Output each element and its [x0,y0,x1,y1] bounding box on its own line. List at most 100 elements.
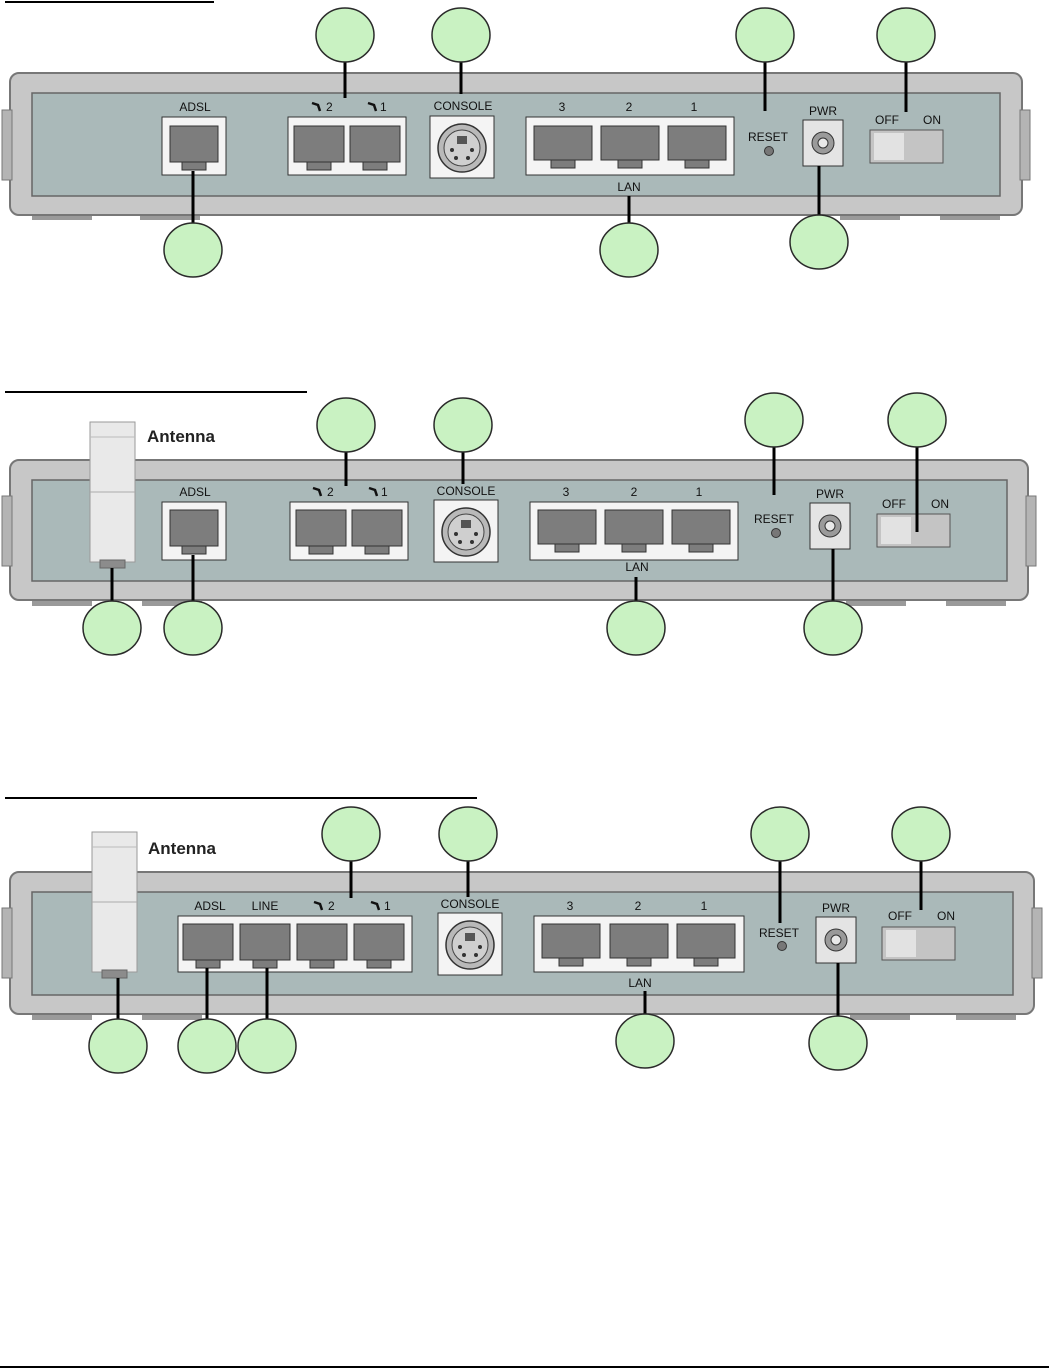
antenna[interactable] [91,831,138,979]
antenna[interactable] [89,421,136,569]
rocker-switch-icon[interactable] [881,926,956,961]
device-side-bump [1,907,13,979]
callout-marker [599,196,659,278]
rear-panel-diagram-2: Antenna ADSL 2 1 CONSOLE 3 2 1 [1,392,1037,656]
callout-marker [431,7,491,94]
rocker-switch-icon[interactable] [876,513,951,548]
lan-2-label: 2 [626,100,633,114]
device-side-bump [1019,109,1031,181]
section-rule-1 [5,1,214,3]
phone-port-2[interactable] [293,125,345,171]
on-label: ON [937,909,955,923]
antenna-label: Antenna [147,427,216,446]
lan-label: LAN [625,560,648,574]
device-side-bump [1,495,13,567]
lan-port-3[interactable] [533,125,593,169]
router-rear-panel-3: Antenna ADSL LINE 2 1 CONSOLE 3 2 1 [0,798,1049,1083]
callout-marker [744,392,804,495]
phone-handset-icon [311,101,322,112]
reset-pinhole-icon[interactable] [771,528,781,538]
dc-power-jack-icon[interactable] [818,514,842,538]
lan-1-label: 1 [696,485,703,499]
callout-marker [82,568,142,656]
lan-3-label: 3 [563,485,570,499]
adsl-port[interactable] [169,125,219,171]
phone-port-2-label: 2 [328,899,335,913]
lan-port-2[interactable] [600,125,660,169]
console-label: CONSOLE [437,484,496,498]
callout-marker [177,968,237,1074]
lan-1-label: 1 [691,100,698,114]
phone-handset-icon [312,486,323,497]
lan-2-label: 2 [631,485,638,499]
power-jack-frame [809,502,851,550]
section-rule-3 [5,797,477,799]
lan-3-label: 3 [567,899,574,913]
callout-marker [808,963,868,1071]
callout-marker [789,166,849,270]
lan-port-1[interactable] [667,125,727,169]
phone-port-2[interactable] [295,509,347,555]
console-label: CONSOLE [434,99,493,113]
rocker-switch-icon[interactable] [869,129,944,164]
adsl-label: ADSL [179,100,211,114]
phone-port-1-label: 1 [381,485,388,499]
dc-power-jack-icon[interactable] [824,928,848,952]
reset-pinhole-icon[interactable] [777,941,787,951]
phone-handset-icon [367,101,378,112]
pwr-label: PWR [809,104,837,118]
phone-handset-icon [368,486,379,497]
callout-marker [615,991,675,1069]
antenna-label: Antenna [148,839,217,858]
reset-pinhole-icon[interactable] [764,146,774,156]
lan-port-3[interactable] [537,509,597,553]
callout-marker [735,7,795,111]
section-rule-2 [5,391,307,393]
callout-marker [321,806,381,898]
adsl-port[interactable] [182,923,234,969]
reset-label: RESET [759,926,800,940]
lan-port-3[interactable] [541,923,601,967]
device-side-bump [1,109,13,181]
phone-handset-icon [370,900,381,911]
rear-panel-diagram-3: Antenna ADSL LINE 2 1 CONSOLE 3 2 1 [1,806,1043,1074]
phone-port-1[interactable] [349,125,401,171]
callout-marker [316,397,376,486]
adsl-label: ADSL [194,899,226,913]
lan-port-1[interactable] [671,509,731,553]
phone-port-1[interactable] [351,509,403,555]
reset-label: RESET [754,512,795,526]
callout-marker [887,392,947,532]
mini-din-connector-icon[interactable] [441,507,491,557]
phone-port-1[interactable] [353,923,405,969]
mini-din-connector-icon[interactable] [437,123,487,173]
lan-1-label: 1 [701,899,708,913]
lan-port-2[interactable] [604,509,664,553]
dc-power-jack-icon[interactable] [811,131,835,155]
phone-port-2[interactable] [296,923,348,969]
line-port[interactable] [239,923,291,969]
mini-din-connector-icon[interactable] [445,920,495,970]
callout-marker [876,7,936,112]
lan-port-1[interactable] [676,923,736,967]
pwr-label: PWR [822,901,850,915]
router-rear-panel-1: ADSL 2 1 CONSOLE 3 2 1 LAN [0,0,1049,290]
lan-3-label: 3 [559,100,566,114]
on-label: ON [931,497,949,511]
adsl-label: ADSL [179,485,211,499]
callout-marker [438,806,498,897]
lan-port-2[interactable] [609,923,669,967]
off-label: OFF [882,497,906,511]
footer-rule [0,1366,1049,1368]
device-side-bump [1025,495,1037,567]
callout-marker [315,7,375,98]
off-label: OFF [875,113,899,127]
line-label: LINE [252,899,279,913]
callout-marker [433,397,493,484]
off-label: OFF [888,909,912,923]
rear-panel-diagram-1: ADSL 2 1 CONSOLE 3 2 1 LAN [1,7,1031,278]
lan-2-label: 2 [635,899,642,913]
phone-handset-icon [313,900,324,911]
phone-port-2-label: 2 [326,100,333,114]
adsl-port[interactable] [169,509,219,555]
